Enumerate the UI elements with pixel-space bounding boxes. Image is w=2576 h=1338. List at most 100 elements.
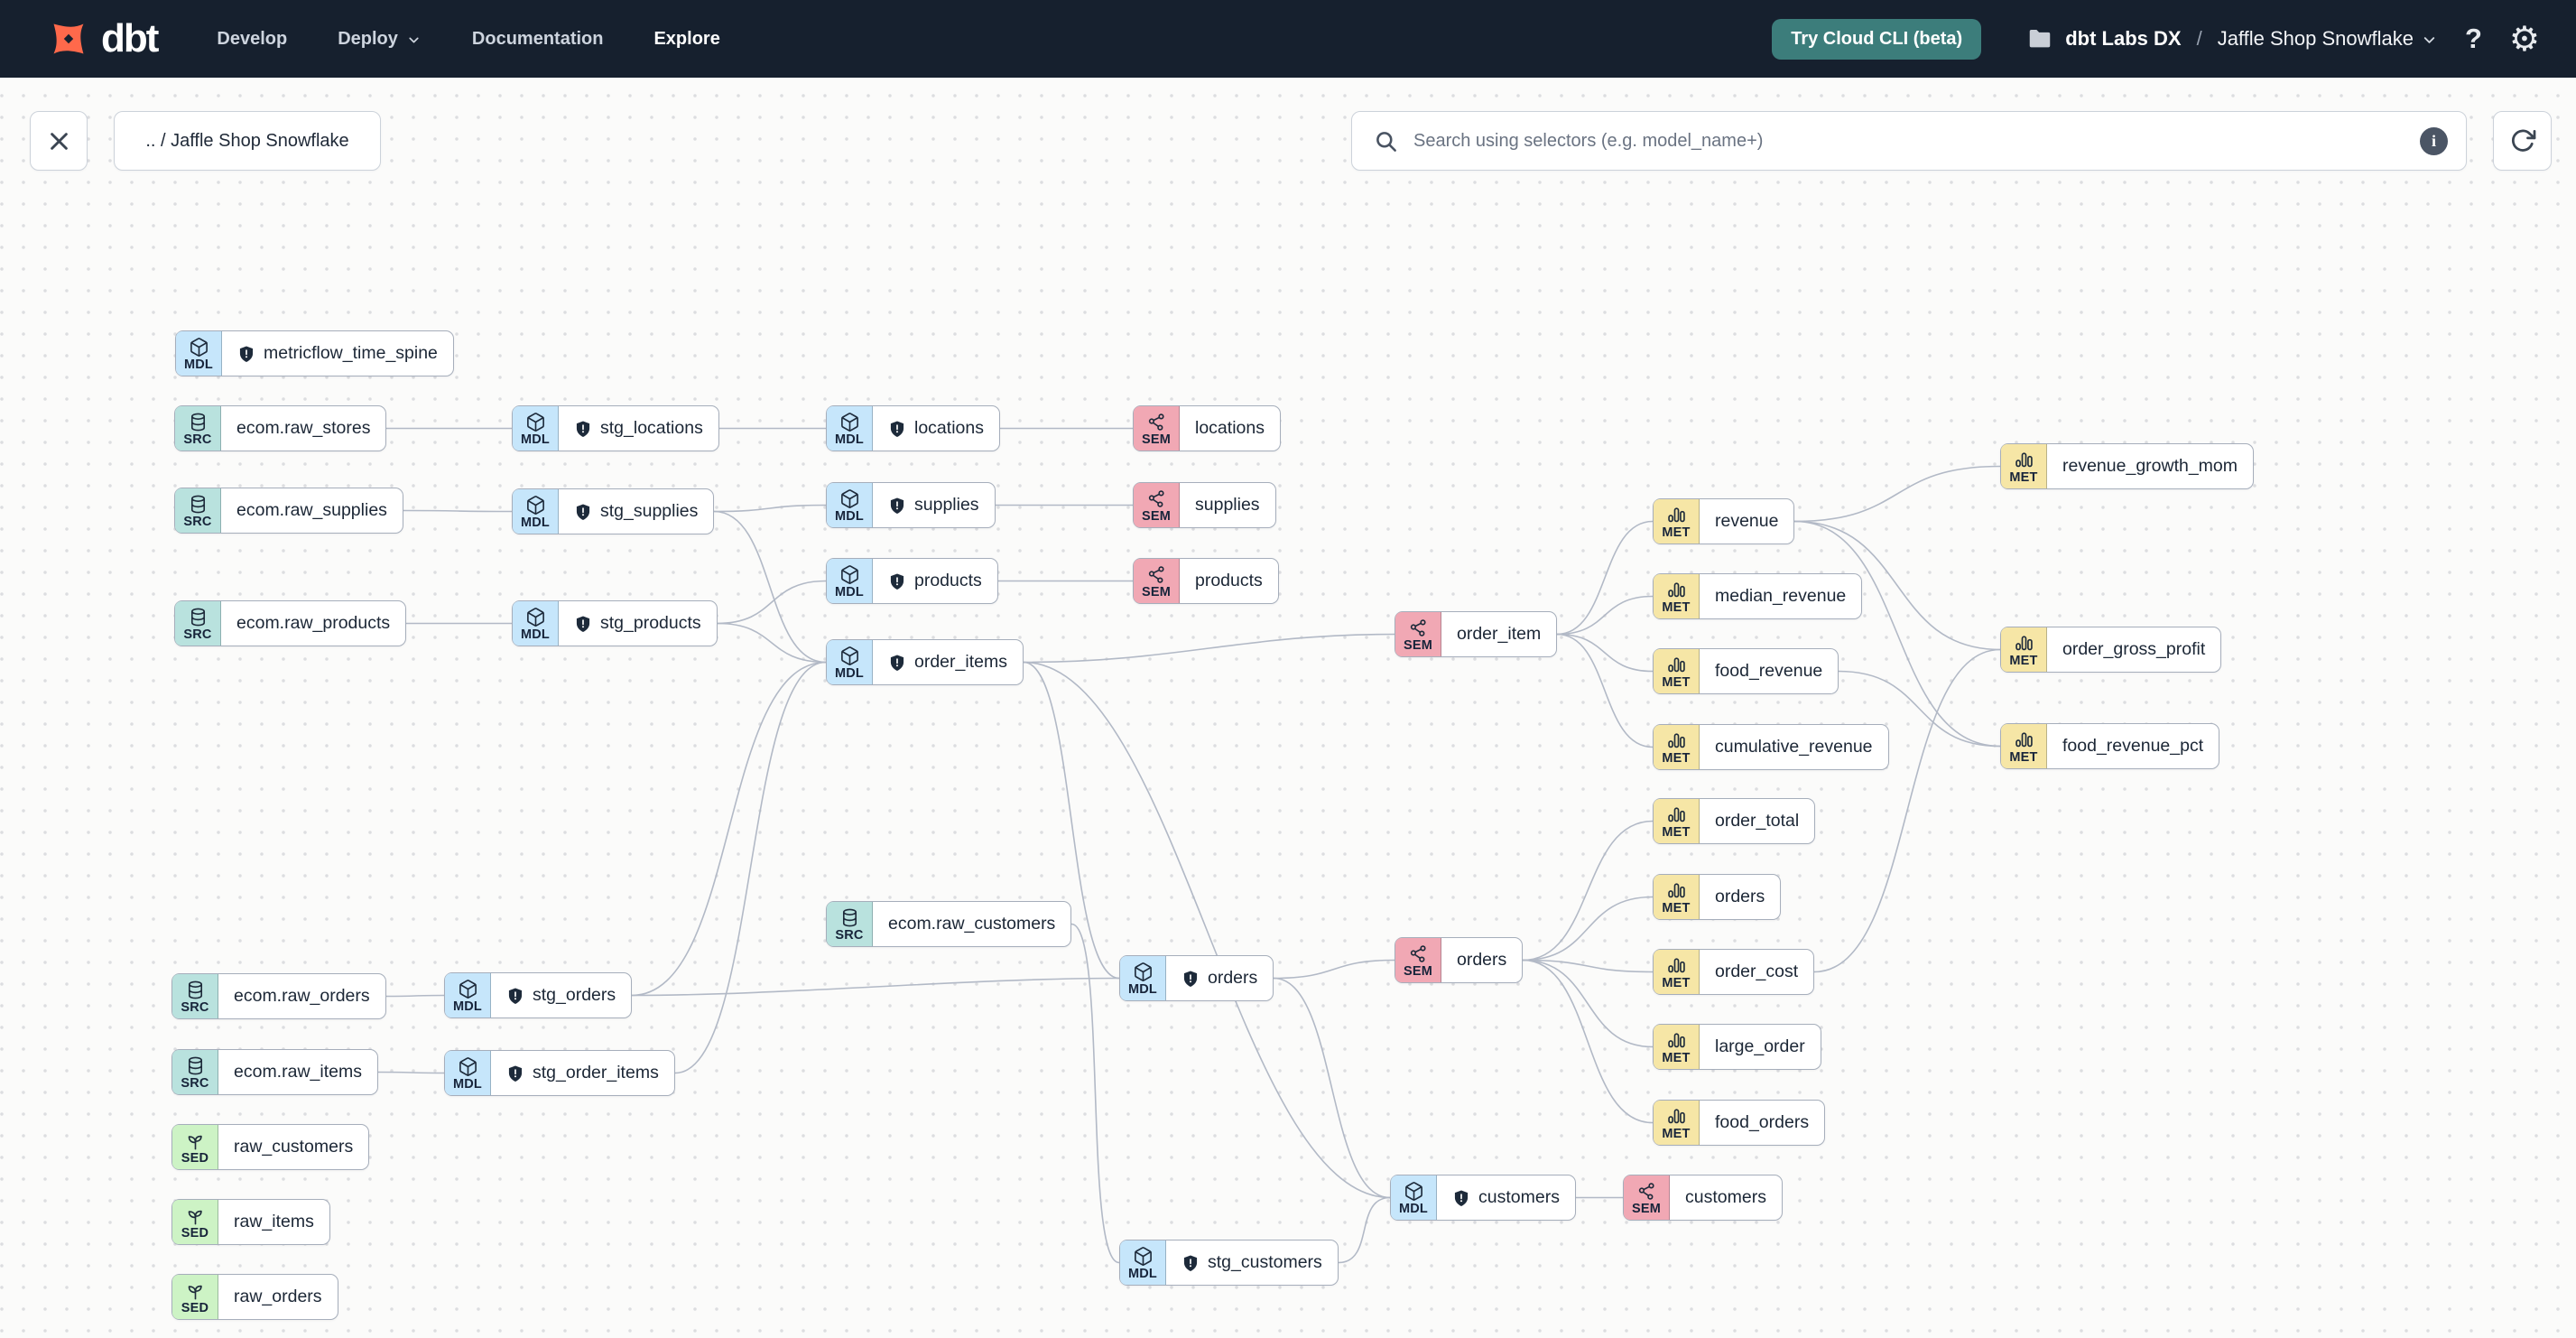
project-switcher[interactable]: Jaffle Shop Snowflake (2218, 27, 2438, 51)
close-button[interactable] (30, 111, 88, 171)
edge-met_revenue-met_food_revenue_pct (1793, 520, 2001, 748)
node-label: locations (914, 418, 984, 438)
cube-icon: MDL (1391, 1175, 1437, 1220)
edge-stg_supplies-order_items (713, 510, 827, 664)
database-icon: SRC (175, 488, 221, 533)
cube-icon: MDL (827, 640, 873, 684)
node-label: customers (1685, 1187, 1766, 1207)
shield-icon (1183, 971, 1198, 987)
edge-sem_order_item-met_revenue (1556, 520, 1654, 636)
nav-item-develop[interactable]: Develop (217, 29, 287, 50)
try-cloud-cli-button[interactable]: Try Cloud CLI (beta) (1772, 18, 1982, 60)
node-met_food_revenue_pct[interactable]: MET food_revenue_pct (2000, 723, 2220, 769)
nav-item-deploy[interactable]: Deploy (338, 29, 422, 50)
bar-chart-icon: MET (1654, 1101, 1700, 1145)
edge-stg_order_items-order_items (674, 661, 827, 1074)
info-icon[interactable]: i (2420, 126, 2448, 155)
node-kind-label: SEM (1631, 1201, 1662, 1216)
node-kind-label: MDL (834, 665, 864, 681)
share-network-icon: SEM (1395, 938, 1441, 982)
node-kind-label: MDL (520, 515, 550, 530)
node-label: cumulative_revenue (1715, 737, 1873, 757)
shield-icon (576, 421, 590, 437)
gear-icon[interactable]: ⚙ (2508, 19, 2540, 59)
node-label: raw_customers (234, 1137, 354, 1157)
nav-item-explore[interactable]: Explore (653, 29, 719, 50)
nav-item-documentation[interactable]: Documentation (472, 29, 604, 50)
node-locations[interactable]: MDL locations (826, 405, 1000, 451)
share-network-icon: SEM (1134, 406, 1180, 451)
help-icon[interactable]: ? (2464, 23, 2482, 54)
node-kind-label: MET (2009, 749, 2038, 765)
database-icon: SRC (172, 974, 218, 1018)
shield-icon (1183, 1255, 1198, 1271)
chevron-down-icon (409, 37, 419, 42)
node-kind-label: MDL (520, 432, 550, 447)
node-label: food_revenue_pct (2062, 736, 2204, 756)
account-name[interactable]: dbt Labs DX (2065, 27, 2182, 50)
cube-icon: MDL (513, 489, 559, 534)
sprout-icon: SED (172, 1275, 218, 1319)
nav-menu: Develop Deploy Documentation Explore (217, 29, 719, 50)
node-kind-label: MDL (452, 1076, 482, 1092)
bar-chart-icon: MET (1654, 574, 1700, 618)
node-sem_customers[interactable]: SEM customers (1623, 1175, 1783, 1221)
node-kind-label: SRC (181, 999, 209, 1015)
node-label: order_item (1457, 624, 1542, 644)
shield-icon (576, 504, 590, 520)
shield-icon (890, 421, 904, 437)
node-label: revenue (1715, 511, 1779, 531)
node-kind-label: MDL (834, 432, 864, 447)
breadcrumb[interactable]: .. / Jaffle Shop Snowflake (114, 111, 381, 171)
nav-item-label: Develop (217, 28, 288, 49)
node-kind-label: SED (181, 1225, 209, 1240)
node-label: ecom.raw_stores (236, 418, 371, 438)
dbt-logo[interactable]: dbt (45, 15, 159, 62)
cube-icon: MDL (1120, 1240, 1166, 1285)
edge-sem_order_item-met_median_revenue (1556, 595, 1654, 636)
search-input[interactable] (1412, 129, 2406, 153)
close-icon (50, 132, 68, 150)
refresh-button[interactable] (2493, 111, 2552, 171)
share-network-icon: SEM (1134, 483, 1180, 527)
cube-icon: MDL (827, 406, 873, 451)
